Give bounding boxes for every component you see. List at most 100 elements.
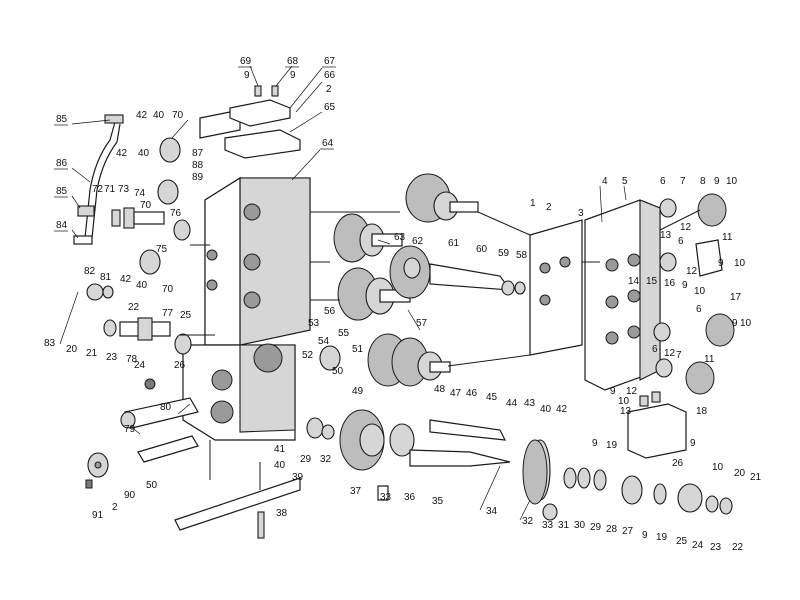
callout-label: 76 xyxy=(170,208,182,219)
bottom-plate xyxy=(174,462,301,539)
callout-label: 6 xyxy=(660,176,666,187)
callout-label: 10 xyxy=(734,258,746,269)
callout-label: 10 xyxy=(694,286,706,297)
callout-label: 19 xyxy=(656,532,668,543)
callout-label: 42 xyxy=(136,110,148,121)
callout-label: 12 xyxy=(626,386,638,397)
callout-label: 7 xyxy=(680,176,686,187)
callout-label: 13 xyxy=(660,230,672,241)
callout-label: 10 xyxy=(740,318,752,329)
callout-label: 2 xyxy=(546,202,552,213)
callout-label: 9 xyxy=(732,318,738,329)
callout-label: 9 xyxy=(690,438,696,449)
callout-label: 10 xyxy=(712,462,724,473)
callout-label: 70 xyxy=(162,284,174,295)
callout-label: 53 xyxy=(308,318,320,329)
callout-label: 73 xyxy=(118,184,130,195)
callout-label: 9 xyxy=(642,530,648,541)
callout-label: 4 xyxy=(602,176,608,187)
callout-label: 21 xyxy=(750,472,762,483)
callout-label: 87 xyxy=(192,148,204,159)
callout-label: 33 xyxy=(542,520,554,531)
callout-label: 12 xyxy=(686,266,698,277)
callout-label: 54 xyxy=(318,336,330,347)
callout-label: 60 xyxy=(476,244,488,255)
right-housing xyxy=(584,199,661,391)
long-shafts xyxy=(409,419,551,505)
callout-label: 79 xyxy=(124,424,136,435)
callout-label: 81 xyxy=(100,272,112,283)
callout-label: 41 xyxy=(274,444,286,455)
callout-label: 17 xyxy=(730,292,742,303)
callout-label: 40 xyxy=(136,280,148,291)
callout-label: 22 xyxy=(128,302,140,313)
callout-label: 26 xyxy=(672,458,684,469)
callout-label: 20 xyxy=(66,344,78,355)
pin-shaft-80 xyxy=(120,397,199,463)
callout-label: 65 xyxy=(324,102,336,113)
callout-label: 52 xyxy=(302,350,314,361)
callout-label: 6 xyxy=(678,236,684,247)
callout-label: 77 xyxy=(162,308,174,319)
callout-label: 20 xyxy=(734,468,746,479)
callout-label: 78 xyxy=(126,354,138,365)
callout-label: 45 xyxy=(486,392,498,403)
callout-label: 47 xyxy=(450,388,462,399)
callout-label: 29 xyxy=(590,522,602,533)
washer-90 xyxy=(85,452,109,489)
bottom-right-assembly xyxy=(542,467,733,521)
callout-label: 6 xyxy=(696,304,702,315)
callout-label: 80 xyxy=(160,402,172,413)
callout-label: 13 xyxy=(620,406,632,417)
callout-label: 43 xyxy=(524,398,536,409)
control-block xyxy=(627,391,687,459)
callout-label: 32 xyxy=(522,516,534,527)
callout-label: 2 xyxy=(112,502,118,513)
callout-label: 40 xyxy=(138,148,150,159)
callout-label: 12 xyxy=(664,348,676,359)
callout-label: 40 xyxy=(274,460,286,471)
callout-label: 23 xyxy=(106,352,118,363)
callout-label: 29 xyxy=(300,454,312,465)
callout-layer: 69 68 9 9 67 66 2 65 85 42 40 70 64 42 4… xyxy=(44,56,762,553)
callout-label: 9 xyxy=(244,70,250,81)
callout-label: 84 xyxy=(56,220,68,231)
callout-label: 63 xyxy=(394,232,406,243)
callout-label: 86 xyxy=(56,158,68,169)
callout-label: 48 xyxy=(434,384,446,395)
upper-gear-shaft xyxy=(333,173,479,263)
callout-label: 39 xyxy=(292,472,304,483)
callout-label: 50 xyxy=(146,480,158,491)
callout-label: 57 xyxy=(416,318,428,329)
callout-underlines xyxy=(54,66,336,232)
gearbox-housing xyxy=(182,176,311,480)
callout-label: 49 xyxy=(352,386,364,397)
callout-label: 6 xyxy=(652,344,658,355)
callout-label: 18 xyxy=(696,406,708,417)
callout-label: 10 xyxy=(726,176,738,187)
center-lines xyxy=(180,209,701,367)
callout-label: 25 xyxy=(676,536,688,547)
callout-label: 11 xyxy=(722,232,733,243)
lower-left-shaft xyxy=(103,317,192,390)
callout-label: 82 xyxy=(84,266,96,277)
leader-lines xyxy=(59,65,627,521)
callout-label: 69 xyxy=(240,56,252,67)
callout-label: 33 xyxy=(380,492,392,503)
right-side-caps xyxy=(653,193,735,395)
callout-label: 31 xyxy=(558,520,570,531)
callout-label: 9 xyxy=(714,176,720,187)
callout-label: 56 xyxy=(324,306,336,317)
callout-label: 7 xyxy=(676,350,682,361)
callout-label: 70 xyxy=(172,110,184,121)
callout-label: 28 xyxy=(606,524,618,535)
callout-label: 35 xyxy=(432,496,444,507)
callout-label: 85 xyxy=(56,186,68,197)
callout-label: 70 xyxy=(140,200,152,211)
callout-label: 75 xyxy=(156,244,168,255)
callout-label: 64 xyxy=(322,138,334,149)
callout-label: 59 xyxy=(498,248,510,259)
callout-label: 85 xyxy=(56,114,68,125)
callout-label: 66 xyxy=(324,70,336,81)
